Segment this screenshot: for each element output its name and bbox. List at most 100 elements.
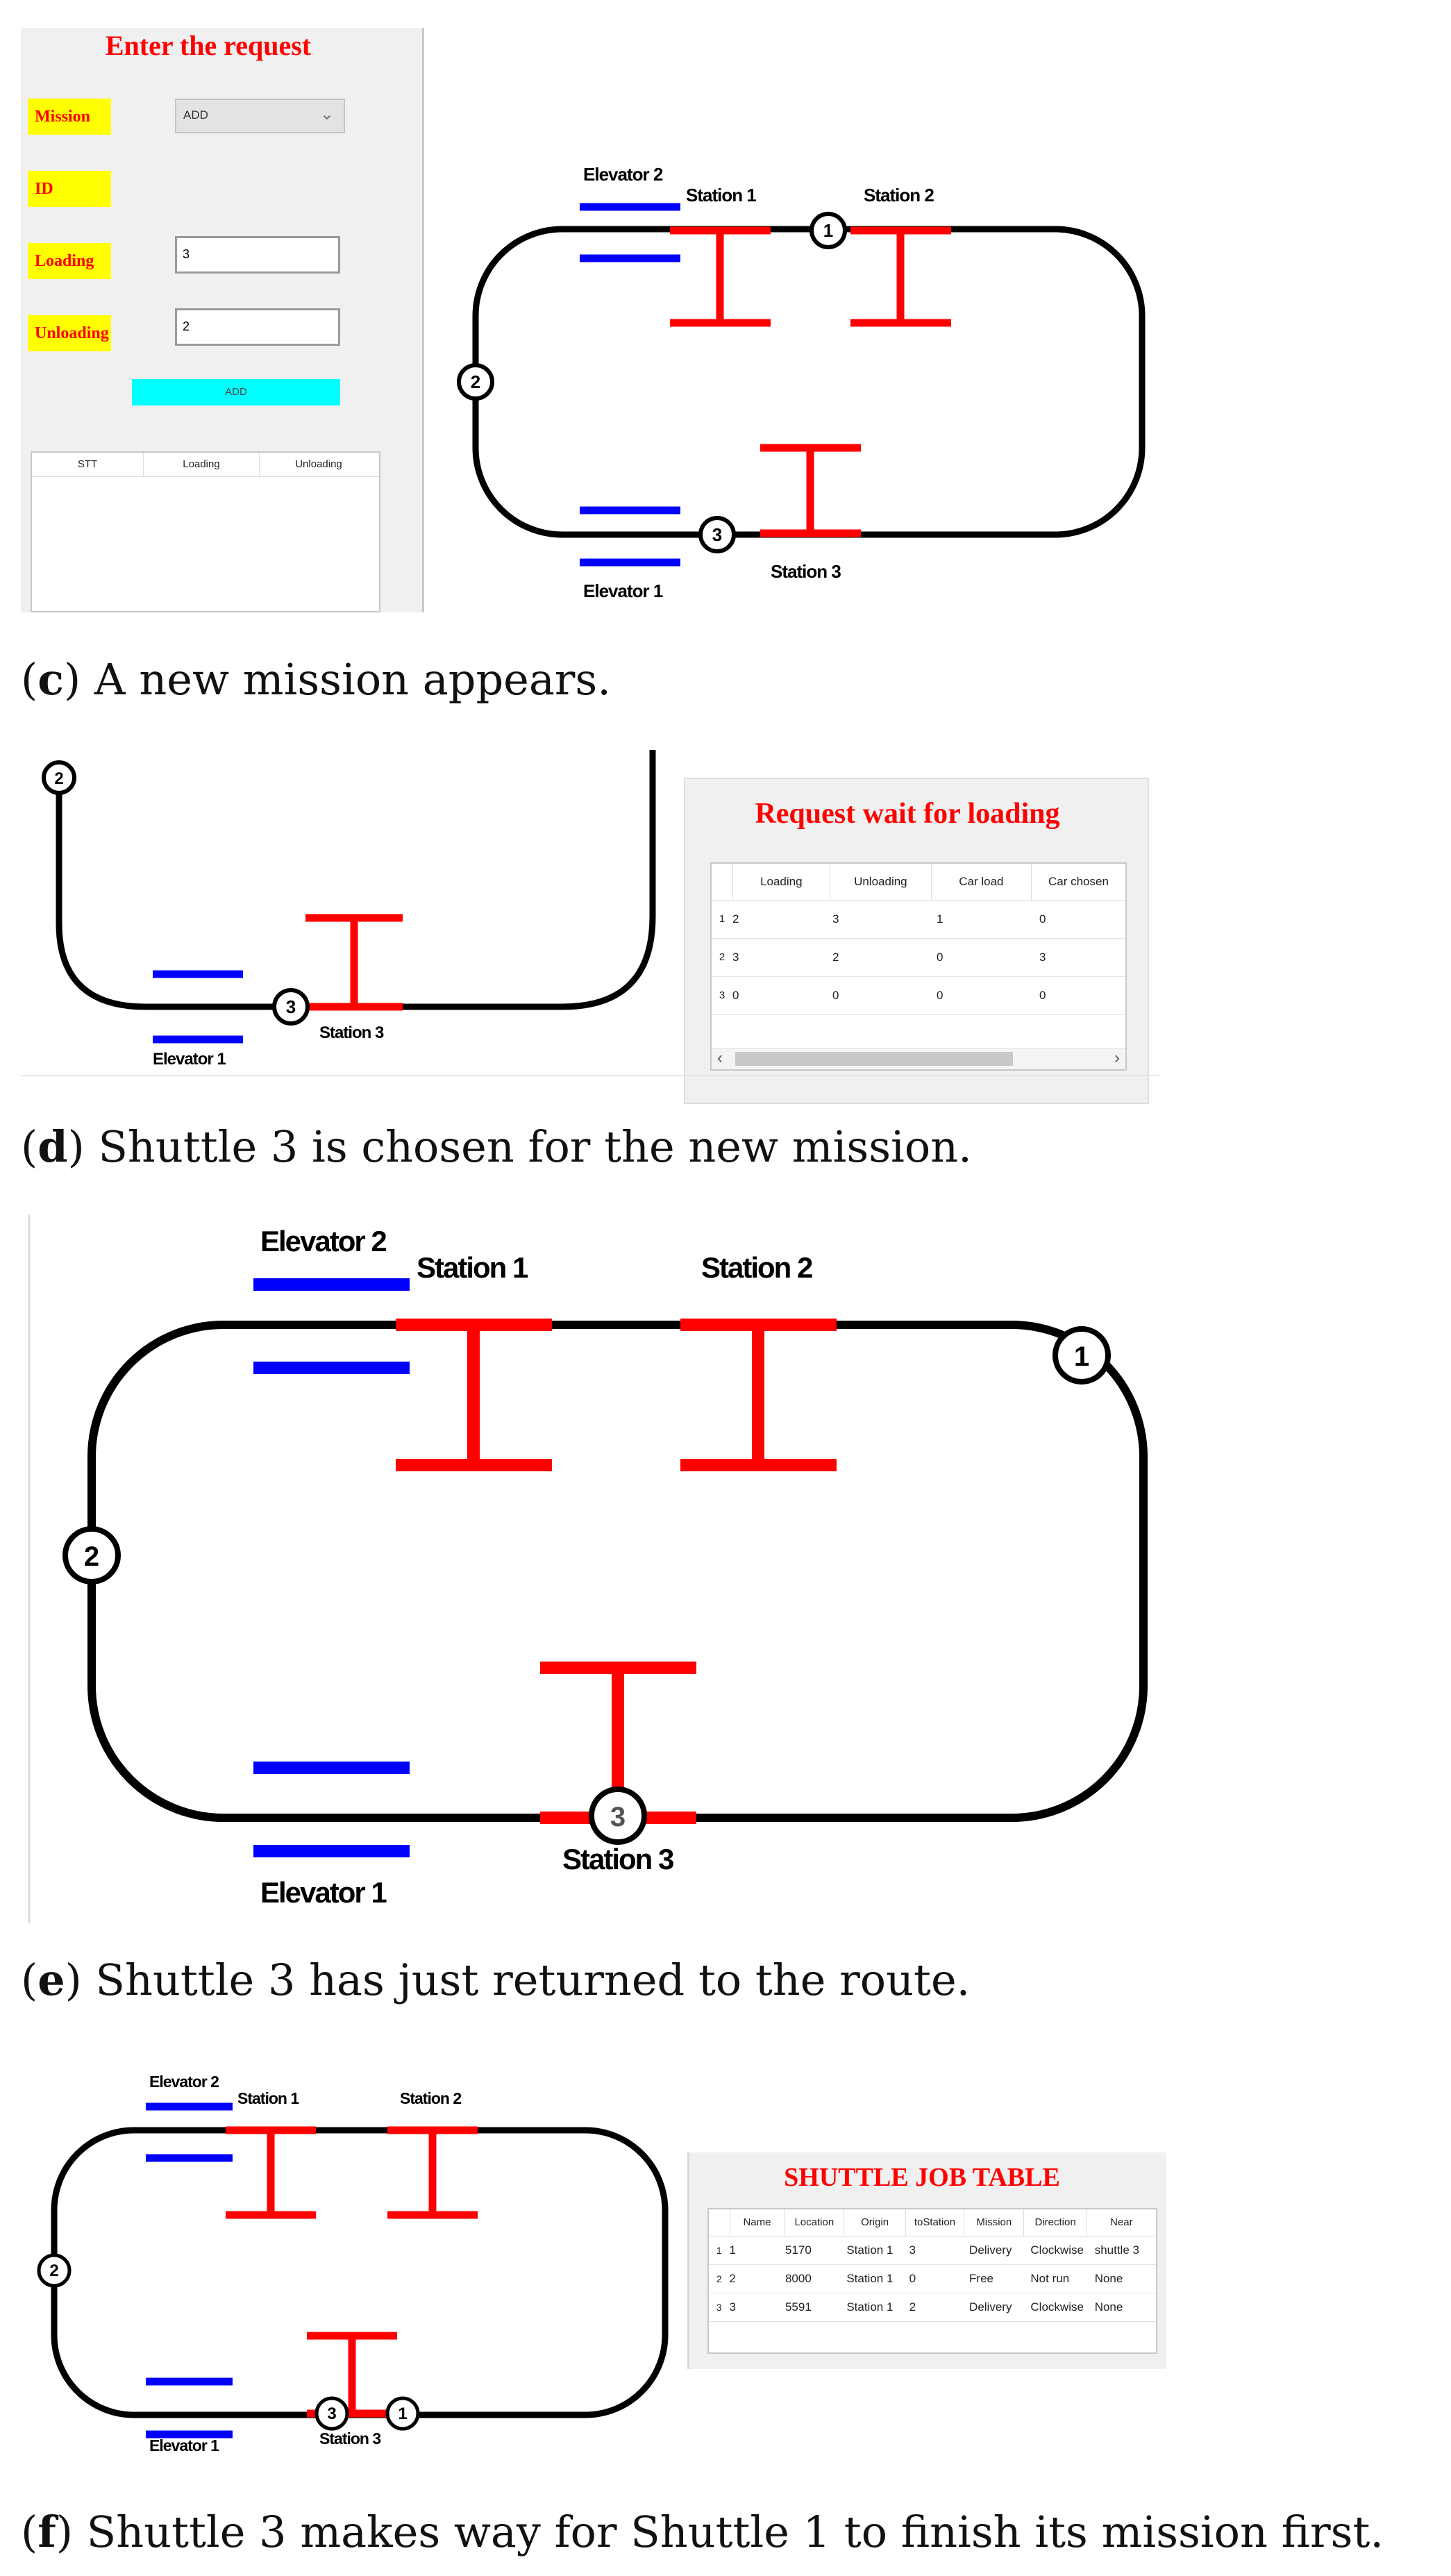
elevator2-label: Elevator 2 <box>583 164 663 185</box>
table-row: 1 2 3 1 0 <box>712 901 1125 939</box>
shuttle-job-title: SHUTTLE JOB TABLE <box>784 2163 1060 2192</box>
station3-label: Station 3 <box>562 1843 673 1875</box>
shuttle1-marker: 1 <box>810 212 847 249</box>
header-origin: Origin <box>844 2209 906 2236</box>
unloading-input[interactable]: 2 <box>175 308 340 346</box>
mission-label: Mission <box>28 99 111 135</box>
track-loop <box>51 2127 669 2418</box>
station2-label: Station 2 <box>701 1251 812 1284</box>
loading-input[interactable]: 3 <box>175 236 340 274</box>
svg-text:2: 2 <box>471 371 480 392</box>
table-header: STT Loading Unloading <box>32 453 379 477</box>
shuttle2-marker: 2 <box>62 1526 121 1584</box>
station2-mark <box>387 2126 478 2219</box>
svg-text:3: 3 <box>327 2404 336 2423</box>
elevator1-label: Elevator 1 <box>260 1876 387 1909</box>
header-car-chosen: Car chosen <box>1048 875 1109 888</box>
shuttle2-marker: 2 <box>42 760 76 795</box>
mission-select-value: ADD <box>183 108 208 122</box>
scroll-right-icon[interactable]: › <box>1114 1048 1120 1067</box>
caption-c: (c) A new mission appears. <box>21 654 611 705</box>
header-mission: Mission <box>964 2209 1025 2236</box>
track-diagram-e: 1 2 3 Elevator 2 Station 1 Station 2 Sta… <box>28 1215 1148 1923</box>
mission-select[interactable]: ADD ⌄ <box>175 99 345 133</box>
station2-label: Station 2 <box>400 2089 461 2107</box>
table-header: Name Location Origin toStation Mission D… <box>709 2209 1156 2236</box>
header-loading: Loading <box>144 453 260 476</box>
table-row: 1 1 5170 Station 1 3 Delivery Clockwise … <box>709 2236 1156 2265</box>
station3-label: Station 3 <box>319 2429 380 2448</box>
shuttle3-marker: 3 <box>272 988 310 1026</box>
divider <box>21 1075 1159 1076</box>
station3-label: Station 3 <box>771 561 841 582</box>
shuttle2-marker: 2 <box>457 363 494 401</box>
shuttle1-marker: 1 <box>1052 1326 1111 1385</box>
svg-text:3: 3 <box>712 524 722 545</box>
svg-text:1: 1 <box>398 2404 407 2423</box>
station3-mark <box>760 444 861 537</box>
elevator1-label: Elevator 1 <box>149 2436 219 2451</box>
svg-text:2: 2 <box>84 1541 99 1572</box>
header-near: Near <box>1110 2216 1133 2228</box>
header-unloading: Unloading <box>295 458 342 470</box>
request-wait-window: Request wait for loading Loading Unloadi… <box>684 778 1149 1104</box>
caption-e: (e) Shuttle 3 has just returned to the r… <box>21 1955 971 2005</box>
station2-mark <box>850 226 951 327</box>
svg-text:1: 1 <box>823 220 833 241</box>
header-tostation: toStation <box>906 2209 965 2236</box>
table-row: 3 3 5591 Station 1 2 Delivery Clockwise … <box>709 2293 1156 2322</box>
caption-f: (f) Shuttle 3 makes way for Shuttle 1 to… <box>21 2507 1384 2557</box>
request-list-table: STT Loading Unloading <box>31 451 380 612</box>
station1-mark <box>396 1319 552 1471</box>
track-diagram-d: 2 3 Station 3 Elevator 1 <box>42 750 656 1069</box>
shuttle1-marker: 1 <box>385 2396 420 2431</box>
header-car-load: Car load <box>932 864 1032 900</box>
header-loading: Loading <box>733 864 830 900</box>
horizontal-scrollbar[interactable]: ‹ › <box>712 1048 1125 1069</box>
svg-text:2: 2 <box>54 769 63 788</box>
scroll-thumb[interactable] <box>735 1052 1013 1066</box>
header-name: Name <box>730 2209 785 2236</box>
svg-text:1: 1 <box>1074 1341 1089 1372</box>
loading-label: Loading <box>28 243 111 279</box>
station1-mark <box>226 2126 316 2219</box>
caption-d: (d) Shuttle 3 is chosen for the new miss… <box>21 1121 972 1172</box>
track-diagram-c: 1 2 3 Elevator 2 Station 1 Station 2 Sta… <box>457 164 1146 601</box>
track-partial <box>56 750 656 1010</box>
header-location: Location <box>785 2209 845 2236</box>
panel-e: 1 2 3 Elevator 2 Station 1 Station 2 Sta… <box>0 1208 1451 2041</box>
svg-text:3: 3 <box>610 1802 626 1832</box>
shuttle3-marker: 3 <box>698 516 736 553</box>
header-stt: STT <box>32 453 144 476</box>
request-form: Enter the request Mission ADD ⌄ ID Loadi… <box>21 28 424 612</box>
station3-label: Station 3 <box>319 1023 384 1042</box>
chevron-down-icon: ⌄ <box>319 105 334 124</box>
station3-mark <box>305 914 403 1011</box>
unloading-label: Unloading <box>28 315 111 351</box>
table-row: 3 0 0 0 0 <box>712 977 1125 1015</box>
scroll-left-icon[interactable]: ‹ <box>717 1048 723 1067</box>
svg-text:3: 3 <box>286 996 296 1017</box>
panel-d: 2 3 Station 3 Elevator 1 Request wait fo… <box>0 736 1451 1172</box>
table-header: Loading Unloading Car load Car chosen <box>712 864 1125 901</box>
table-row: 2 2 8000 Station 1 0 Free Not run None <box>709 2265 1156 2293</box>
header-direction: Direction <box>1024 2209 1087 2236</box>
header-unloading: Unloading <box>830 864 932 900</box>
panel-f: 2 3 1 Elevator 2 Station 1 Station 2 Sta… <box>0 2055 1451 2576</box>
add-button[interactable]: ADD <box>132 379 340 405</box>
station1-mark <box>670 226 771 327</box>
elevator1-label: Elevator 1 <box>583 580 663 601</box>
request-wait-table: Loading Unloading Car load Car chosen 1 … <box>710 862 1127 1071</box>
shuttle2-marker: 2 <box>37 2253 72 2288</box>
track-diagram-f: 2 3 1 Elevator 2 Station 1 Station 2 Sta… <box>37 2073 669 2451</box>
shuttle-job-window: SHUTTLE JOB TABLE Name Location Origin t… <box>687 2152 1166 2369</box>
svg-text:2: 2 <box>49 2261 58 2280</box>
table-row: 2 3 2 0 3 <box>712 939 1125 977</box>
station2-label: Station 2 <box>864 185 934 206</box>
station1-label: Station 1 <box>686 185 756 206</box>
elevator2-label: Elevator 2 <box>260 1225 386 1257</box>
elevator2-label: Elevator 2 <box>149 2073 219 2091</box>
shuttle3-marker: 3 <box>314 2396 349 2431</box>
shuttle-job-table: Name Location Origin toStation Mission D… <box>707 2208 1157 2354</box>
request-wait-title: Request wait for loading <box>755 798 1060 830</box>
